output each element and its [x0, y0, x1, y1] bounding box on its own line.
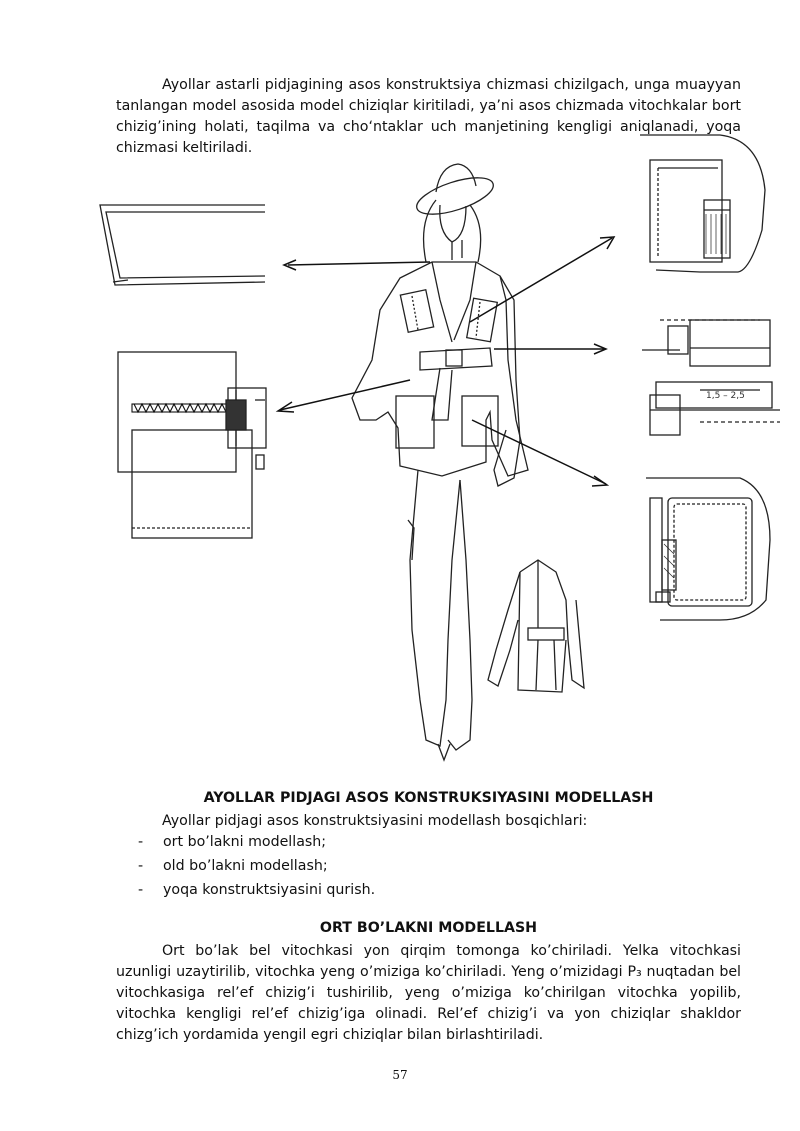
intro-paragraph: Ayollar astarli pidjagining asos konstru… [116, 77, 741, 156]
section-heading: AYOLLAR PIDJAGI ASOS KONSTRUKSIYASINI MO… [203, 790, 654, 806]
list-item: old bo’lakni modellash; [138, 854, 375, 878]
zipper-pocket-detail-drawing [117, 351, 267, 539]
list-item: yoqa konstruktsiyasini qurish. [138, 878, 375, 902]
list-item: ort bo’lakni modellash; [138, 830, 375, 854]
fashion-figure-drawing [351, 163, 529, 762]
steps-list: ort bo’lakni modellash; old bo’lakni mod… [138, 830, 375, 902]
flap-pocket-detail-drawing [640, 134, 766, 273]
callout-arrows [275, 236, 616, 487]
back-view-jacket-drawing [487, 559, 585, 693]
page-number: 57 [392, 1068, 408, 1082]
collar-detail-drawing [99, 204, 266, 286]
patch-pocket-detail-drawing [646, 477, 771, 621]
steps-intro-paragraph: Ayollar pidjagi asos konstruktsiyasini m… [162, 813, 588, 829]
jacket-model-figure: 1,5 – 2,5 [99, 134, 780, 762]
subheading: ORT BO’LAKNI MODELLASH [319, 920, 538, 936]
body-paragraph: Ort bo’lak bel vitochkasi yon qirqim tom… [116, 943, 741, 1043]
welt-measurement-detail-drawing [642, 319, 780, 436]
detail-measure-label: 1,5 – 2,5 [706, 391, 745, 401]
